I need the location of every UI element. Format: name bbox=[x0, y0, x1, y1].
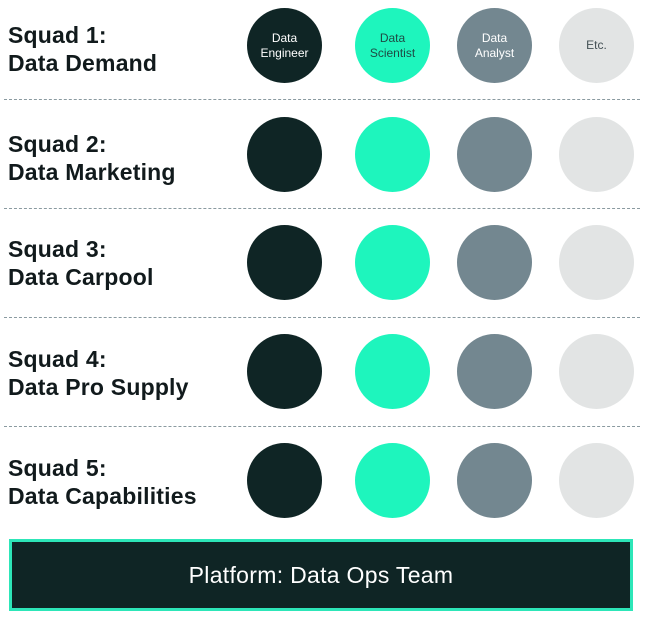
divider bbox=[4, 208, 640, 209]
squad-3-number: Squad 3: bbox=[8, 236, 107, 262]
data-scientist-label-line1: Data bbox=[379, 30, 406, 45]
squad-4-number: Squad 4: bbox=[8, 346, 107, 372]
data-engineer-circle bbox=[247, 334, 322, 409]
squad-2-label: Squad 2: Data Marketing bbox=[8, 130, 176, 186]
squad-1-name: Data Demand bbox=[8, 50, 158, 76]
data-engineer-label-line2: Engineer bbox=[260, 45, 309, 60]
data-scientist-label-line2: Scientist bbox=[369, 45, 416, 60]
data-analyst-label-line1: Data bbox=[481, 30, 508, 45]
etc-circle bbox=[559, 443, 634, 518]
etc-circle bbox=[559, 225, 634, 300]
data-scientist-circle bbox=[355, 225, 430, 300]
data-engineer-circle bbox=[247, 443, 322, 518]
platform-label: Platform: Data Ops Team bbox=[188, 561, 454, 588]
squad-row-1: Squad 1: Data Demand Data Engineer Data … bbox=[0, 0, 649, 100]
squad-row-2: Squad 2: Data Marketing bbox=[0, 108, 649, 208]
squad-1-label: Squad 1: Data Demand bbox=[8, 21, 157, 77]
etc-circle bbox=[559, 117, 634, 192]
squad-5-name: Data Capabilities bbox=[8, 483, 197, 509]
squad-4-name: Data Pro Supply bbox=[8, 374, 189, 400]
squad-3-name: Data Carpool bbox=[8, 264, 154, 290]
etc-label: Etc. bbox=[586, 38, 607, 52]
divider bbox=[4, 426, 640, 427]
squad-5-number: Squad 5: bbox=[8, 455, 107, 481]
squad-3-label: Squad 3: Data Carpool bbox=[8, 235, 154, 291]
data-analyst-circle: Data Analyst bbox=[457, 8, 532, 83]
platform-banner: Platform: Data Ops Team bbox=[9, 539, 633, 611]
squad-row-5: Squad 5: Data Capabilities bbox=[0, 435, 649, 535]
data-scientist-circle: Data Scientist bbox=[355, 8, 430, 83]
data-scientist-circle bbox=[355, 334, 430, 409]
squad-4-label: Squad 4: Data Pro Supply bbox=[8, 345, 189, 401]
data-analyst-circle bbox=[457, 225, 532, 300]
squad-1-number: Squad 1: bbox=[8, 22, 107, 48]
data-engineer-label-line1: Data bbox=[271, 30, 298, 45]
squad-5-label: Squad 5: Data Capabilities bbox=[8, 454, 197, 510]
squad-row-4: Squad 4: Data Pro Supply bbox=[0, 326, 649, 426]
data-analyst-circle bbox=[457, 334, 532, 409]
data-analyst-circle bbox=[457, 443, 532, 518]
divider bbox=[4, 317, 640, 318]
divider bbox=[4, 99, 640, 100]
data-analyst-circle bbox=[457, 117, 532, 192]
data-scientist-circle bbox=[355, 443, 430, 518]
data-analyst-label-line2: Analyst bbox=[474, 45, 515, 60]
data-scientist-circle bbox=[355, 117, 430, 192]
squad-2-number: Squad 2: bbox=[8, 131, 107, 157]
data-engineer-circle: Data Engineer bbox=[247, 8, 322, 83]
data-engineer-circle bbox=[247, 117, 322, 192]
squad-row-3: Squad 3: Data Carpool bbox=[0, 217, 649, 317]
data-engineer-circle bbox=[247, 225, 322, 300]
etc-circle bbox=[559, 334, 634, 409]
squad-2-name: Data Marketing bbox=[8, 159, 176, 185]
etc-circle: Etc. bbox=[559, 8, 634, 83]
